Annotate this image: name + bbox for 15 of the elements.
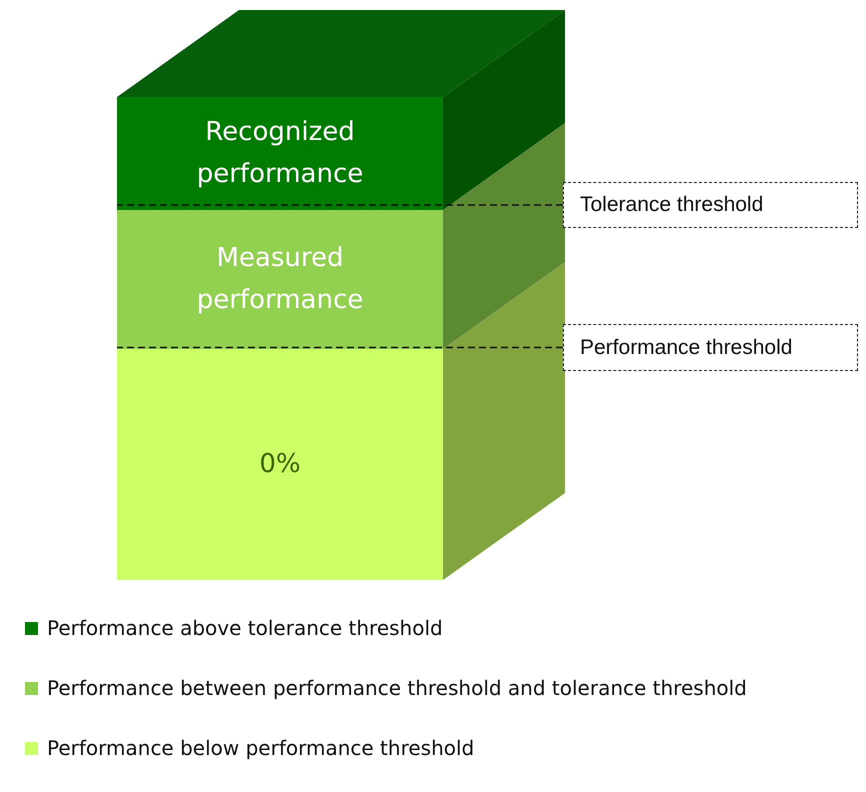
stacked-block-face xyxy=(117,349,443,580)
segment-label: Recognized performance xyxy=(196,116,364,190)
stacked-block-face xyxy=(117,210,443,349)
threshold-label: Performance threshold xyxy=(580,336,792,360)
stacked-block-face xyxy=(117,97,443,210)
legend-label: Performance between performance threshold and tolerance threshold xyxy=(47,676,747,700)
leader-line xyxy=(117,346,563,348)
segment-label: Measured performance xyxy=(196,242,364,316)
threshold-label: Tolerance threshold xyxy=(580,193,764,217)
legend-label: Performance above tolerance threshold xyxy=(47,616,443,640)
threshold-callout xyxy=(563,324,858,371)
legend-label: Performance below performance threshold xyxy=(47,736,474,760)
leader-line xyxy=(117,204,563,206)
segment-label: 0% xyxy=(258,448,302,481)
threshold-callout xyxy=(563,182,858,228)
